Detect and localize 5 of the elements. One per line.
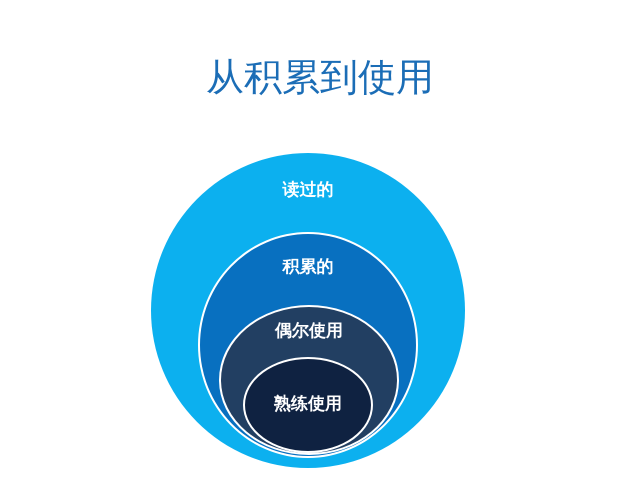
title: 从积累到使用 xyxy=(206,54,434,100)
circle-label: 积累的 xyxy=(282,256,334,278)
circle-label: 读过的 xyxy=(282,179,334,201)
circle-label: 熟练使用 xyxy=(274,393,342,415)
circle-label: 偶尔使用 xyxy=(275,320,343,342)
